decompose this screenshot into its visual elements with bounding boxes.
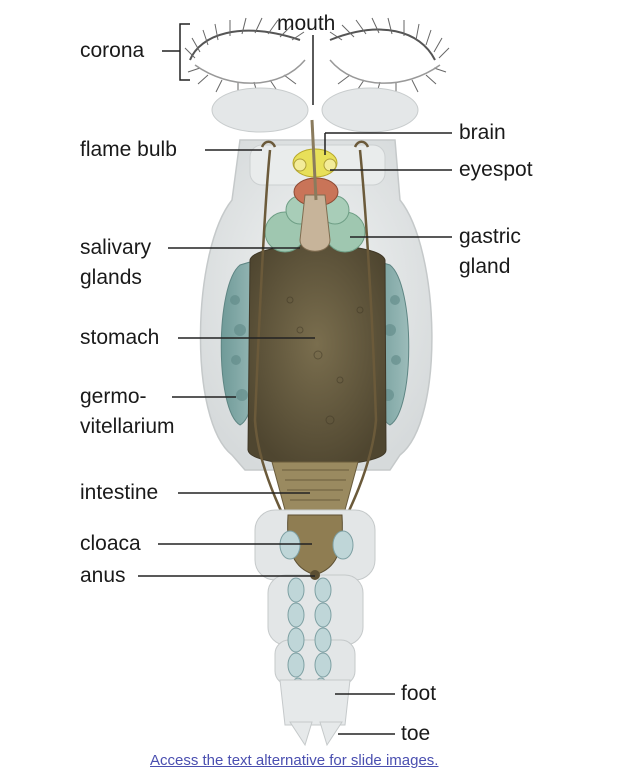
label-mouth: mouth (277, 12, 336, 35)
label-brain: brain (459, 121, 506, 144)
label-foot: foot (401, 682, 437, 705)
leader-lines (138, 23, 452, 735)
text-alternative-link[interactable]: Access the text alternative for slide im… (150, 752, 439, 769)
corona-cilia (184, 17, 450, 97)
label-cloaca: cloaca (80, 532, 141, 555)
label-anus: anus (80, 564, 126, 587)
label-intestine: intestine (80, 481, 159, 504)
label-salivary-glands: salivary glands (80, 236, 152, 289)
label-toe: toe (401, 722, 431, 745)
label-flame-bulb: flame bulb (80, 138, 177, 161)
label-gastric-gland: gastric gland (459, 225, 521, 278)
label-corona: corona (80, 39, 145, 62)
label-germovitellarium: germo- vitellarium (80, 385, 175, 438)
label-stomach: stomach (80, 326, 160, 349)
label-eyespot: eyespot (459, 158, 533, 181)
stomach-shape (247, 244, 387, 466)
